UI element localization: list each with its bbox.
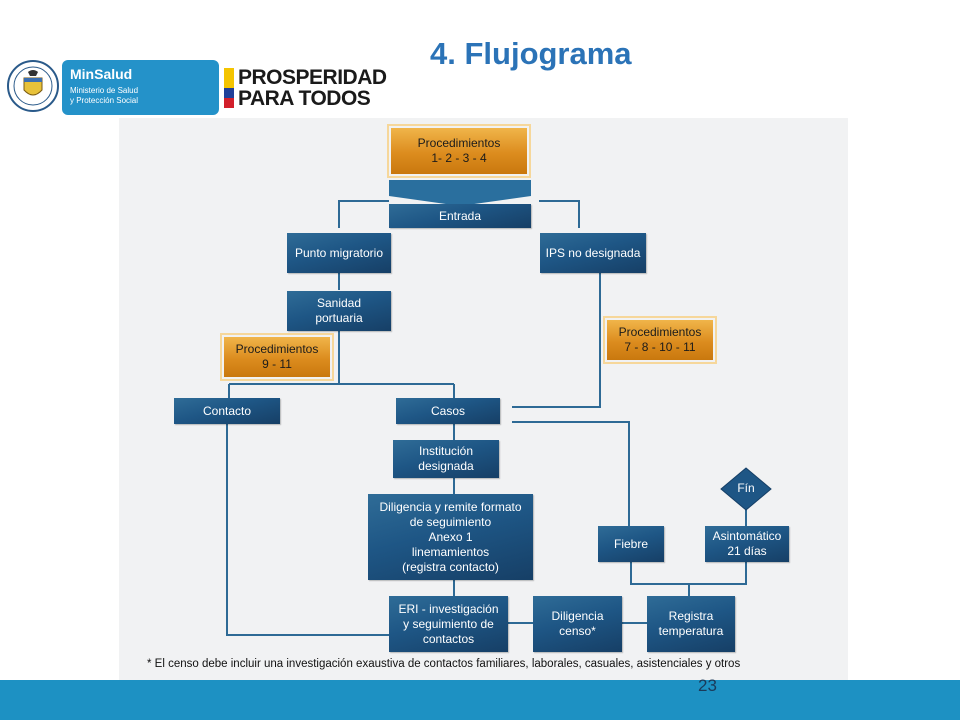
diligencia-line2: de seguimiento [409, 514, 492, 529]
diligencia-line4: linemamientos [411, 544, 490, 559]
sanidad-line2: portuaria [315, 311, 363, 325]
sanidad-portuaria-box: Sanidad portuaria [287, 291, 391, 331]
eri-line1: ERI - investigación [398, 601, 499, 616]
contacto-box: Contacto [174, 398, 280, 424]
fin-diamond [720, 467, 772, 511]
proc-781011-line2: 7 - 8 - 10 - 11 [624, 340, 696, 354]
ministry-name: MinSalud [70, 66, 133, 82]
punto-migratorio-box: Punto migratorio [287, 233, 391, 273]
ministry-subtitle-1: Ministerio de Salud [70, 86, 139, 95]
registra-temperatura-box: Registra temperatura [647, 596, 735, 652]
ips-no-designada-label: IPS no designada [545, 245, 641, 260]
proc-911-line2: 9 - 11 [262, 357, 292, 371]
procedimientos-7-11-box: Procedimientos 7 - 8 - 10 - 11 [603, 316, 717, 364]
censo-line1: Diligencia [551, 609, 604, 623]
proc-911-line1: Procedimientos [235, 342, 319, 356]
censo-line2: censo* [559, 624, 596, 638]
institucion-designada-box: Institución designada [393, 440, 499, 478]
entrada-funnel-top [389, 180, 531, 206]
eri-line3: contactos [422, 631, 475, 646]
registra-line1: Registra [668, 609, 714, 623]
punto-migratorio-label: Punto migratorio [294, 245, 384, 260]
ips-no-designada-box: IPS no designada [540, 233, 646, 273]
asintomatico-line1: Asintomático [712, 529, 782, 543]
fin-label: Fín [737, 481, 755, 495]
diligencia-line5: (registra contacto) [402, 559, 499, 574]
casos-label: Casos [430, 403, 465, 418]
diligencia-line1: Diligencia y remite formato [379, 499, 522, 514]
page-title: 4. Flujograma [430, 36, 632, 71]
bottom-bar [0, 680, 960, 720]
page-number: 23 [698, 676, 717, 695]
ministry-subtitle-2: y Protección Social [70, 96, 139, 105]
flowchart-connectors [226, 180, 772, 636]
eri-line2: y seguimiento de [403, 616, 494, 631]
sanidad-line1: Sanidad [316, 296, 362, 310]
colombia-flag-icon [224, 68, 234, 108]
eri-box: ERI - investigación y seguimiento de con… [389, 596, 508, 652]
fiebre-label: Fiebre [613, 536, 648, 551]
asintomatico-line2: 21 días [727, 544, 767, 558]
diligencia-censo-box: Diligencia censo* [533, 596, 622, 652]
flowchart: Procedimientos 1- 2 - 3 - 4 Entrada Punt… [119, 118, 848, 680]
colombia-seal-logo [6, 58, 60, 114]
registra-line2: temperatura [658, 624, 724, 638]
institucion-line2: designada [418, 459, 474, 473]
diligencia-line3: Anexo 1 [428, 529, 473, 544]
proc-1234-line2: 1- 2 - 3 - 4 [431, 151, 487, 165]
slogan-line-2: PARA TODOS [238, 87, 371, 110]
casos-box: Casos [396, 398, 500, 424]
diligencia-remite-box: Diligencia y remite formato de seguimien… [368, 494, 533, 580]
contacto-label: Contacto [202, 403, 252, 418]
footnote: * El censo debe incluir una investigació… [147, 658, 741, 670]
slogan-line-1: PROSPERIDAD [238, 66, 387, 89]
procedimientos-1-4-box: Procedimientos 1- 2 - 3 - 4 [387, 124, 531, 178]
minsalud-logo: MinSalud Ministerio de Salud y Protecció… [62, 60, 219, 115]
entrada-label: Entrada [438, 208, 482, 223]
asintomatico-box: Asintomático 21 días [705, 526, 789, 562]
entrada-box: Entrada [389, 204, 531, 228]
proc-1234-line1: Procedimientos [417, 136, 501, 150]
prosperidad-logo: PROSPERIDAD PARA TODOS [224, 66, 404, 110]
institucion-line1: Institución [418, 444, 474, 458]
proc-781011-line1: Procedimientos [618, 325, 702, 339]
procedimientos-9-11-box: Procedimientos 9 - 11 [220, 333, 334, 381]
fiebre-box: Fiebre [598, 526, 664, 562]
